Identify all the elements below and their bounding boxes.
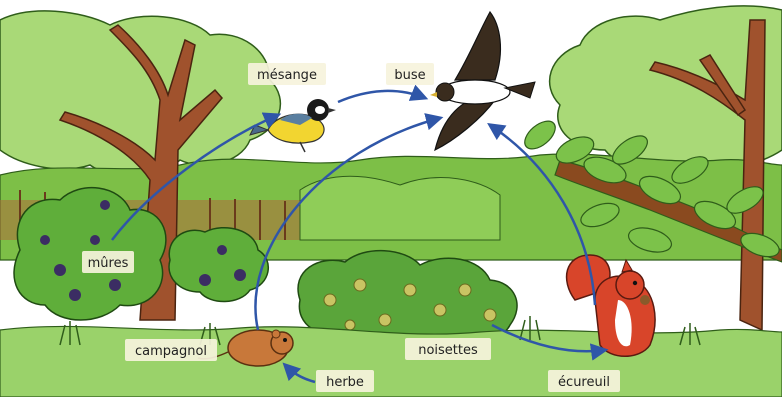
svg-text:herbe: herbe	[326, 375, 364, 390]
svg-text:écureuil: écureuil	[558, 375, 610, 390]
label-ecureuil: écureuil	[548, 370, 620, 392]
label-mures: mûres	[82, 251, 134, 273]
svg-text:mûres: mûres	[88, 256, 129, 271]
label-campagnol: campagnol	[125, 339, 217, 361]
label-buse: buse	[386, 63, 434, 85]
ground-grass	[0, 326, 782, 397]
svg-text:mésange: mésange	[257, 68, 317, 83]
svg-text:buse: buse	[394, 68, 425, 83]
svg-text:noisettes: noisettes	[418, 343, 478, 358]
label-noisettes: noisettes	[405, 338, 491, 360]
label-herbe: herbe	[316, 370, 374, 392]
svg-text:campagnol: campagnol	[135, 344, 207, 359]
label-mesange: mésange	[248, 63, 326, 85]
